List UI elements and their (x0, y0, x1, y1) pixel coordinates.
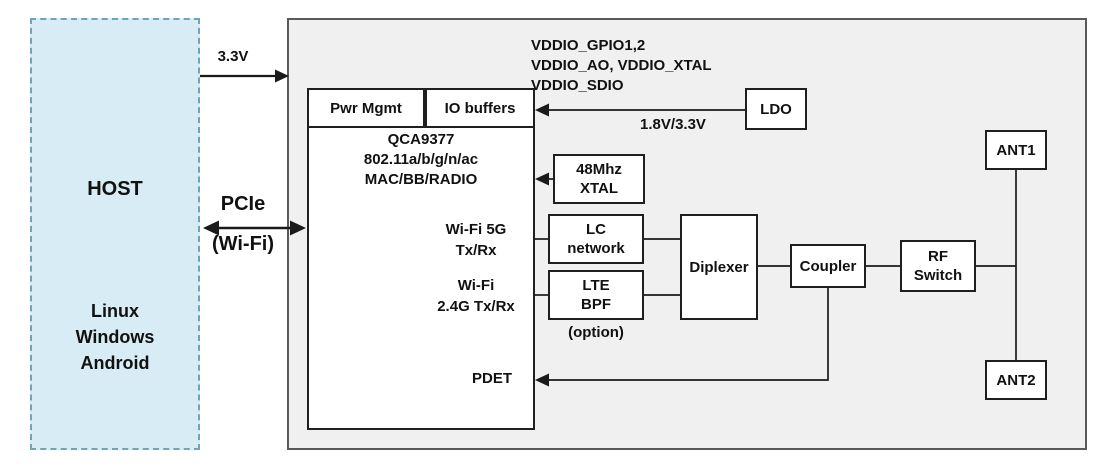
ldo-voltage-label: 1.8V/3.3V (640, 116, 706, 133)
wifi-24g-line1: Wi-Fi (457, 277, 495, 294)
pcie-wifi-label: (Wi-Fi) (211, 233, 274, 255)
wifi-5g-port-label: Wi-Fi 5G Tx/Rx (420, 219, 532, 261)
lte-line1: LTE (582, 277, 610, 294)
rf-switch-line2: Switch (913, 267, 963, 284)
diplexer-block: Diplexer (680, 214, 758, 320)
lc-line1: LC (586, 221, 606, 238)
pdet-port-label: PDET (471, 370, 512, 387)
qca9377-chip-block (307, 88, 535, 430)
wifi-5g-line2: Tx/Rx (455, 242, 497, 259)
pcie-label: PCIe (220, 193, 266, 215)
antenna-2-block: ANT2 (985, 360, 1047, 400)
host-os-android: Android (80, 353, 150, 373)
chip-name-line2: 802.11a/b/g/n/ac (363, 151, 479, 168)
wifi-24g-line2: 2.4G Tx/Rx (437, 298, 515, 315)
power-3v3-label: 3.3V (217, 48, 249, 65)
lte-line2: BPF (581, 296, 611, 313)
host-os-windows: Windows (75, 327, 155, 347)
pwr-mgmt-block: Pwr Mgmt (307, 88, 425, 128)
ldo-block: LDO (745, 88, 807, 130)
wifi-24g-port-label: Wi-Fi 2.4G Tx/Rx (420, 275, 532, 317)
host-block: HOST Linux Windows Android (30, 18, 200, 450)
io-buffers-block: IO buffers (425, 88, 535, 128)
vddio-line3: VDDIO_SDIO (531, 77, 624, 94)
lte-bpf-block: LTE BPF (548, 270, 644, 320)
coupler-block: Coupler (790, 244, 866, 288)
host-title: HOST (87, 178, 143, 200)
lc-network-block: LC network (548, 214, 644, 264)
host-os-list: Linux Windows Android (32, 298, 198, 376)
chip-name-line3: MAC/BB/RADIO (364, 171, 478, 188)
lte-option-label: (option) (568, 324, 624, 341)
vddio-line2: VDDIO_AO, VDDIO_XTAL (531, 57, 712, 74)
chip-name-label: QCA9377 802.11a/b/g/n/ac MAC/BB/RADIO (307, 130, 535, 190)
rf-switch-block: RF Switch (900, 240, 976, 292)
xtal-line2: XTAL (579, 180, 619, 197)
lc-line2: network (567, 240, 625, 257)
rf-switch-line1: RF (928, 248, 948, 265)
host-os-linux: Linux (91, 301, 139, 321)
xtal-line1: 48Mhz (576, 161, 622, 178)
chip-name-line1: QCA9377 (387, 131, 455, 148)
vddio-line1: VDDIO_GPIO1,2 (531, 37, 646, 54)
xtal-block: 48Mhz XTAL (553, 154, 645, 204)
vddio-rails-label: VDDIO_GPIO1,2 VDDIO_AO, VDDIO_XTAL VDDIO… (531, 36, 712, 96)
wifi-5g-line1: Wi-Fi 5G (445, 221, 507, 238)
antenna-1-block: ANT1 (985, 130, 1047, 170)
